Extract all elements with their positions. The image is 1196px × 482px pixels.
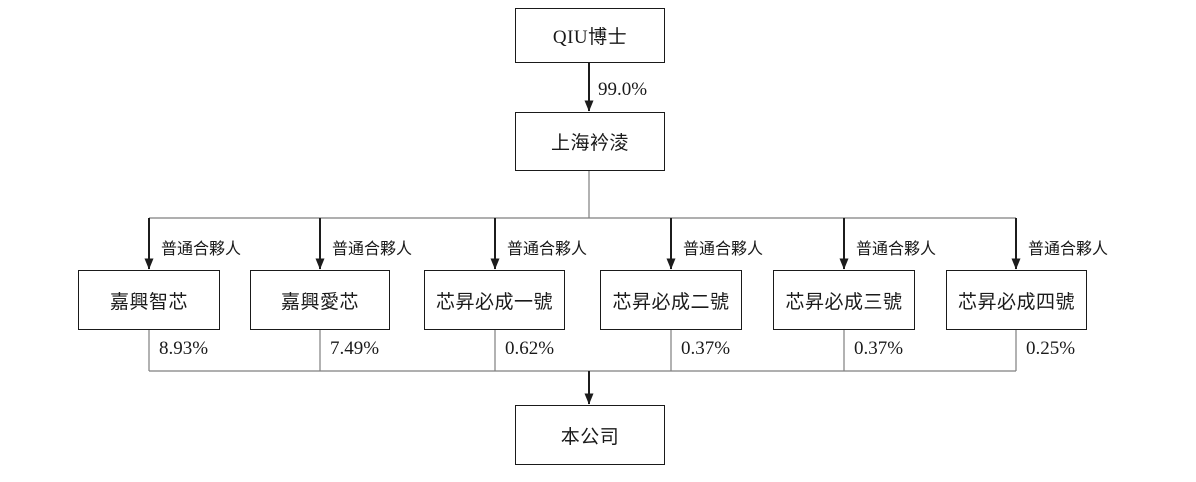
ownership-label-5: 0.37% [854,338,904,359]
gp-label-3: 普通合夥人 [507,241,588,258]
ownership-label-1: 8.93% [159,338,209,359]
gp-label-4: 普通合夥人 [683,241,764,258]
node-company: 本公司 [515,405,665,465]
arrow-connectors [144,63,1021,405]
node-partner-5: 芯昇必成三號 [773,270,915,330]
ownership-label-4: 0.37% [681,338,731,359]
node-partner-2: 嘉興愛芯 [250,270,390,330]
node-label: 芯昇必成四號 [957,291,1075,313]
node-label: 芯昇必成二號 [612,291,730,313]
gp-label-5: 普通合夥人 [856,241,937,258]
node-partner-3: 芯昇必成一號 [424,270,565,330]
node-label: QIU博士 [552,27,628,48]
node-label: 嘉興愛芯 [280,291,359,313]
gp-label-1: 普通合夥人 [161,241,242,258]
ownership-label-6: 0.25% [1026,338,1076,359]
ownership-label-root: 99.0% [598,79,648,100]
node-label: 芯昇必成三號 [785,291,903,313]
node-label: 本公司 [560,426,620,448]
ownership-label-2: 7.49% [330,338,380,359]
gp-label-6: 普通合夥人 [1028,241,1109,258]
node-label: 上海衿淩 [550,133,629,154]
gp-label-2: 普通合夥人 [332,241,413,258]
ownership-label-3: 0.62% [505,338,555,359]
node-label: 嘉興智芯 [109,291,188,313]
node-partner-1: 嘉興智芯 [78,270,220,330]
node-partner-6: 芯昇必成四號 [946,270,1087,330]
plain-connectors [148,171,1017,372]
node-shanghai-jinling: 上海衿淩 [515,112,665,171]
node-label: 芯昇必成一號 [435,291,553,313]
node-qiu-boshi: QIU博士 [515,8,665,63]
node-partner-4: 芯昇必成二號 [600,270,742,330]
